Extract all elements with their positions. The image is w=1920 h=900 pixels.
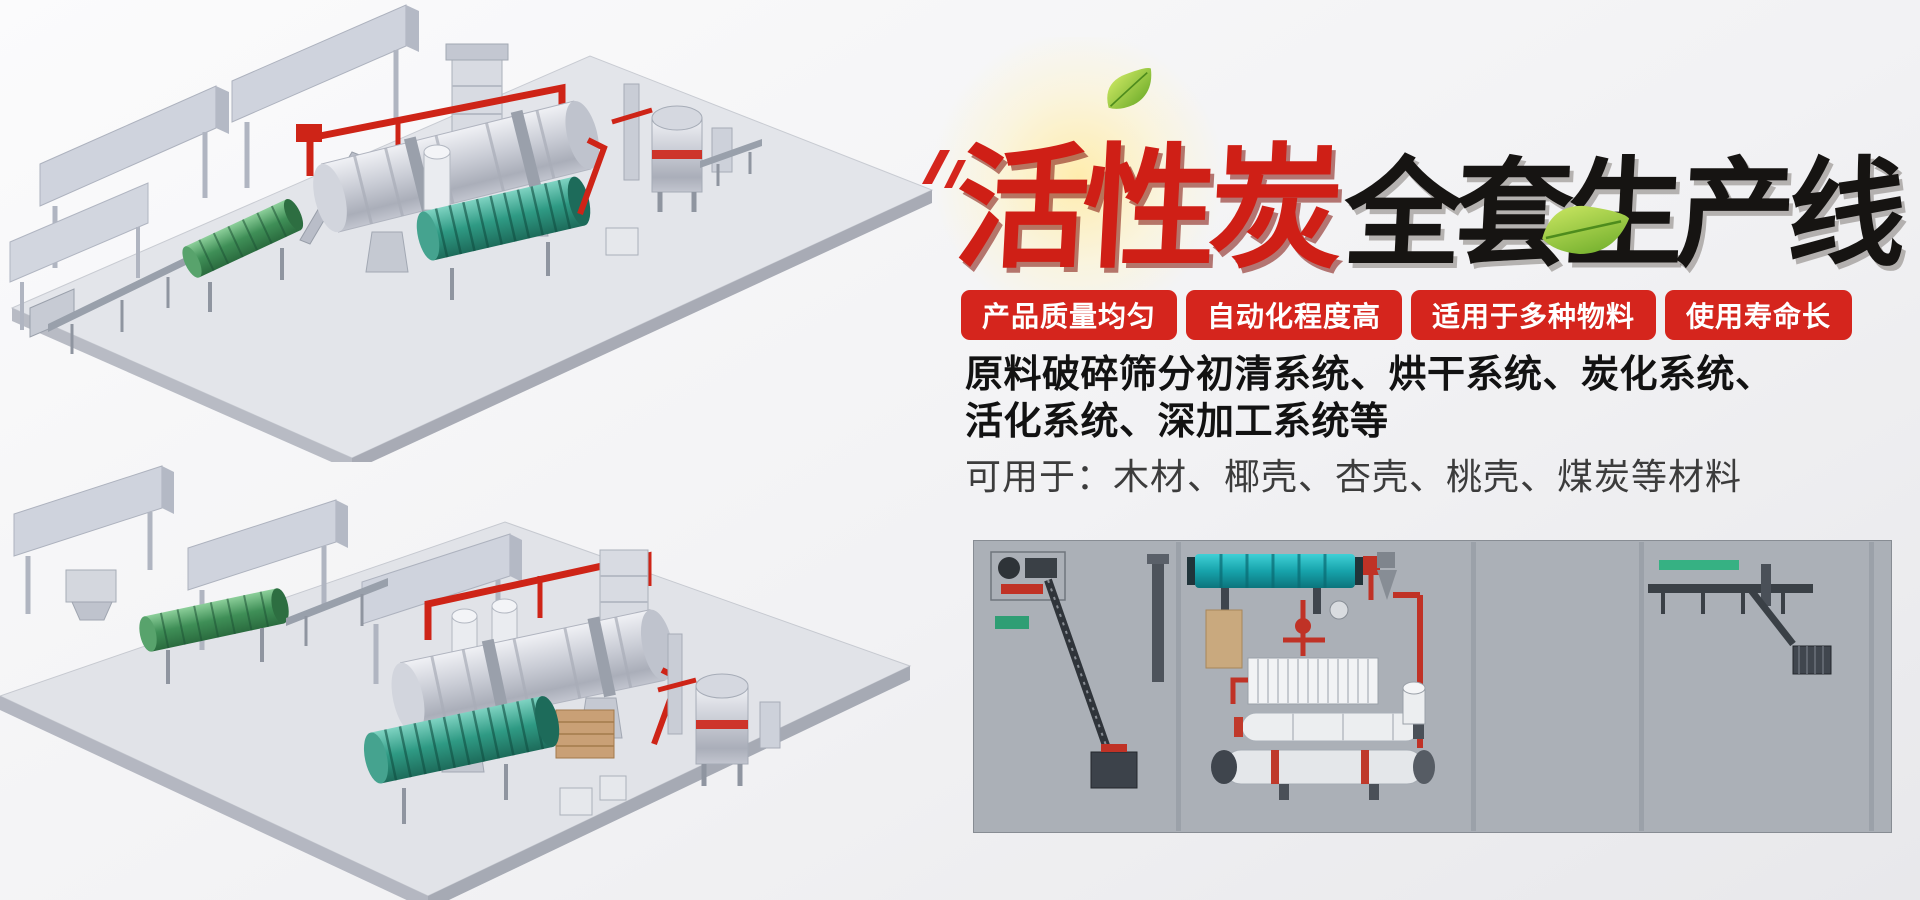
green-rotary-drum — [139, 588, 289, 652]
storage-tank — [1402, 681, 1426, 725]
furnace-cluster — [657, 633, 781, 786]
feed-machine — [65, 569, 117, 621]
production-line-render-top-svg — [9, 4, 934, 462]
brick-kiln — [555, 709, 615, 759]
heat-exchanger — [1230, 657, 1379, 705]
canopy-walls — [13, 465, 522, 684]
systems-line-2: 活化系统、深加工系统等 — [965, 401, 1389, 443]
feature-badge-materials: 适用于多种物料 — [1411, 290, 1657, 340]
dryer-drum — [1187, 554, 1380, 614]
production-line-layout-panel — [973, 540, 1892, 833]
cooling-drum — [363, 696, 560, 784]
main-rotary-drum — [313, 100, 600, 233]
main-title: 活性炭全套生产线 — [922, 37, 1908, 317]
feature-badges: 产品质量均匀 自动化程度高 适用于多种物料 使用寿命长 — [961, 290, 1853, 340]
leaf-icon — [1107, 68, 1152, 109]
production-line-render-top — [0, 0, 935, 462]
wall-seams — [1176, 542, 1874, 831]
systems-line-1: 原料破碎筛分初清系统、烘干系统、炭化系统、 — [965, 354, 1774, 396]
outfeed-bin — [599, 775, 627, 801]
furnace-cluster — [611, 83, 762, 212]
outfeed-bin — [559, 787, 593, 816]
feed-conveyor — [29, 255, 190, 354]
production-line-render-bottom-svg — [0, 465, 912, 900]
title-red: 活性炭 — [951, 135, 1341, 284]
production-line-render-bottom — [0, 458, 912, 900]
brick-stack — [1205, 609, 1243, 669]
outfeed-bin — [605, 227, 639, 256]
bucket-elevator — [1147, 554, 1169, 682]
collection-bin — [1792, 645, 1832, 675]
feature-badge-automation: 自动化程度高 — [1186, 290, 1403, 340]
cooling-drum — [416, 176, 591, 261]
feature-badge-lifespan: 使用寿命长 — [1665, 290, 1853, 340]
leaf-icon — [1542, 206, 1630, 254]
press-machine — [1090, 744, 1138, 789]
description-block: 原料破碎筛分初清系统、烘干系统、炭化系统、 活化系统、深加工系统等 可用于：木材… — [965, 352, 1895, 499]
carbonization-drum — [1234, 712, 1424, 742]
cyclone — [1377, 570, 1397, 600]
title-text: 活性炭全套生产线 — [951, 100, 1905, 294]
speed-lines-icon — [922, 150, 966, 188]
activation-furnace — [1211, 749, 1435, 800]
condenser-tank — [423, 144, 451, 211]
condenser-tanks — [451, 598, 518, 673]
feature-badge-quality: 产品质量均匀 — [961, 290, 1178, 340]
green-rotary-drum — [182, 198, 304, 278]
screening-conveyor — [1648, 560, 1813, 647]
main-rotary-drum — [391, 609, 674, 734]
canopy-walls — [9, 4, 419, 330]
production-line-layout-svg — [973, 540, 1892, 833]
crusher-unit — [990, 551, 1066, 629]
transfer-conveyor — [286, 578, 388, 626]
red-piping — [296, 83, 566, 176]
materials-line: 可用于：木材、椰壳、杏壳、桃壳、煤炭等材料 — [965, 456, 1743, 497]
